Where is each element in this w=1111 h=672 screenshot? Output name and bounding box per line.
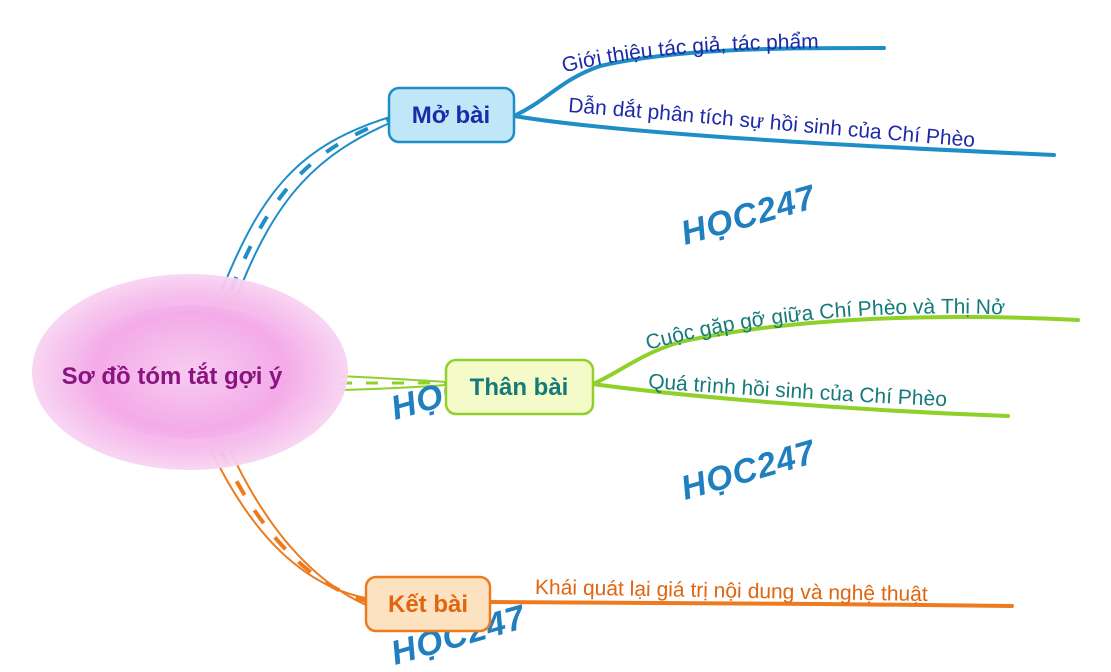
node-ket-bai-label: Kết bài	[388, 591, 468, 618]
node-mo-bai: Mở bài	[387, 86, 516, 144]
branch-mo-bai-2: Dẫn dắt phân tích sự hồi sinh của Chí Ph…	[568, 94, 976, 152]
connector-than-bai	[339, 375, 447, 391]
node-ket-bai: Kết bài	[364, 575, 492, 633]
watermark-1: HỌC247	[677, 178, 821, 253]
node-than-bai-label: Thân bài	[470, 374, 569, 401]
connector-ket-bai	[211, 449, 367, 606]
watermark-3: HỌC247	[677, 433, 821, 508]
connector-mo-bai	[221, 116, 393, 295]
branch-texts: Giới thiệu tác giả, tác phẩm Dẫn dắt phâ…	[535, 30, 1006, 606]
node-mo-bai-label: Mở bài	[412, 102, 490, 129]
branch-lines	[488, 46, 1080, 608]
center-title: Sơ đồ tóm tắt gợi ý	[62, 362, 283, 390]
center-node: Sơ đồ tóm tắt gợi ý	[32, 274, 348, 470]
branch-mo-bai-1: Giới thiệu tác giả, tác phẩm	[560, 30, 819, 77]
branch-than-bai-1: Cuộc gặp gỡ giữa Chí Phèo và Thị Nở	[643, 295, 1005, 354]
node-than-bai: Thân bài	[444, 358, 595, 416]
